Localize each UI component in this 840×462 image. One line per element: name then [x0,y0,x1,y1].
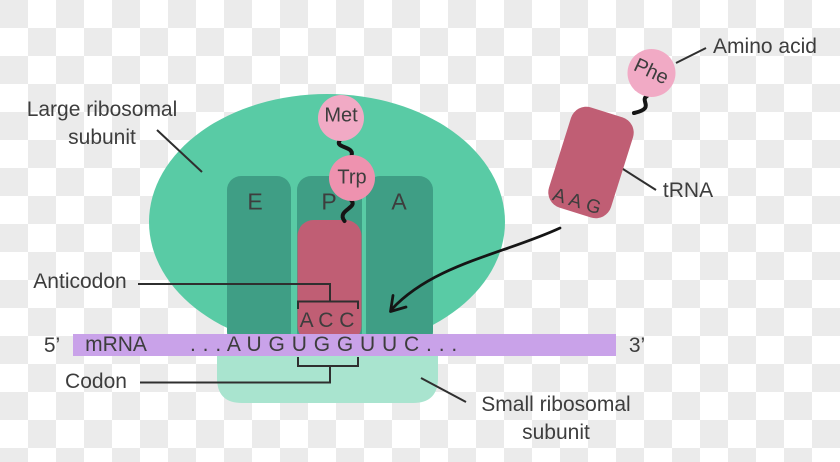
met-label: Met [324,104,358,127]
a-site-label: A [391,188,407,215]
p-site-label: P [321,188,337,215]
codon-label: Codon [65,370,127,394]
e-site-label: E [247,188,263,215]
trna-label: tRNA [662,179,714,203]
amino-acid-label: Amino acid [713,35,817,59]
codon-pointer [140,366,331,384]
amino-acid-pointer [675,47,707,64]
anticodon-bracket [297,300,359,309]
large-subunit-pointer [156,129,203,173]
mrna-sequence: . . . A U G U G G U U C . . . [190,333,458,357]
small-subunit-label-line2: subunit [522,421,590,444]
five-prime-label: 5’ [43,334,61,358]
bond-phe-trna [632,94,649,115]
p-site-trna [297,220,362,342]
three-prime-label: 3’ [628,334,646,358]
large-subunit-label-line1: Large ribosomal [26,98,178,122]
bond-trp-trna [340,198,355,223]
codon-bracket [297,357,359,367]
entry-arrowhead [389,294,408,313]
mrna-strand [73,334,616,356]
incoming-trna [548,106,634,219]
small-subunit-label: Small ribosomal subunit [481,391,630,447]
large-subunit-label: Large ribosomal subunit [27,96,178,152]
anticodon-label: Anticodon [33,270,127,294]
small-subunit-pointer [420,377,467,403]
entry-arrow [390,226,562,311]
trp-label: Trp [337,166,367,189]
large-subunit-label-line2: subunit [68,126,136,149]
e-site [227,176,291,346]
met-circle [318,95,364,141]
mrna-label: mRNA [85,333,147,357]
small-subunit-label-line1: Small ribosomal [481,393,631,417]
a-site [366,176,433,346]
anticodon-pointer [138,283,331,301]
p-site-anticodon-seq: A C C [299,309,355,333]
trp-circle [329,155,375,201]
phe-circle [627,49,676,97]
